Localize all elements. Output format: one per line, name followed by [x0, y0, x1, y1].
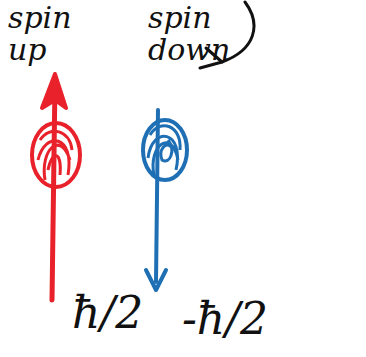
- state-label: spin up: [8, 2, 88, 65]
- spin-value: ħ/2: [72, 290, 182, 336]
- spin-up-scribble: [38, 131, 72, 180]
- spin-down-particle: [143, 120, 187, 180]
- spin-value: -ħ/2: [182, 296, 342, 342]
- spin-down-scribble: [148, 126, 180, 175]
- spin-up-particle: [32, 123, 80, 187]
- spin-down-arrowhead: [146, 270, 166, 290]
- state-label: spin down: [148, 2, 238, 65]
- spin-up-arrowhead: [42, 74, 66, 108]
- spin-down-axis: [156, 110, 158, 282]
- spin-up-axis: [52, 82, 55, 300]
